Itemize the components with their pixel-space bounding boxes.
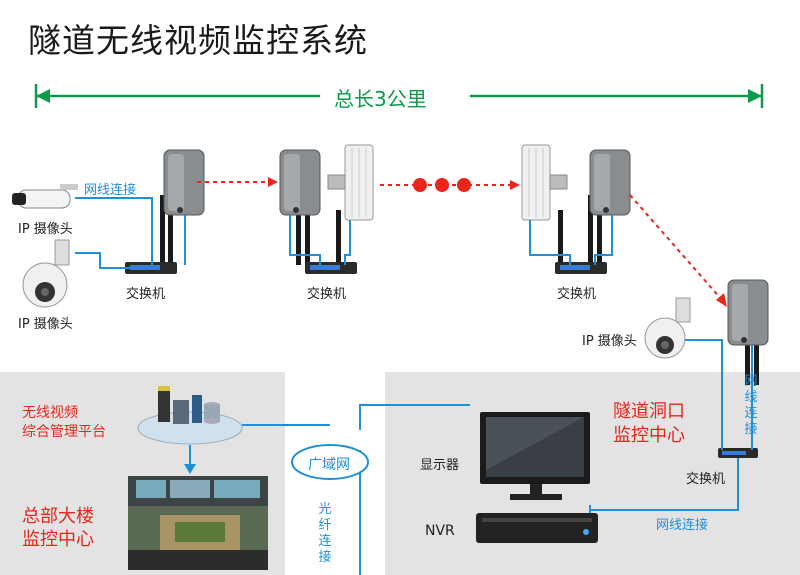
panel-antenna-2	[521, 144, 568, 221]
switch-2-icon	[305, 262, 357, 274]
switch-label-3: 交换机	[557, 287, 597, 302]
arrow-head-right-icon	[748, 89, 762, 103]
wan-cloud	[291, 444, 369, 480]
ip-camera-label-2: IP 摄像头	[18, 317, 73, 332]
platform-label: 无线视频 综合管理平台	[22, 405, 106, 440]
relay-dot-1	[413, 178, 427, 192]
switch-3-icon	[555, 262, 607, 274]
switch-1-icon	[125, 262, 177, 274]
tunnel-center-label: 隧道洞口 监控中心	[613, 401, 685, 446]
hq-center-label: 总部大楼 监控中心	[22, 506, 94, 550]
bullet-camera-icon	[12, 184, 78, 209]
panel-antenna-1	[327, 144, 374, 221]
fiber-link-label: 光纤连接	[318, 502, 332, 565]
ip-camera-label-3: IP 摄像头	[582, 334, 637, 349]
hq-room-photo	[128, 476, 268, 570]
distance-label: 总长3公里	[334, 87, 427, 111]
network-link-label-vertical: 网线连接	[744, 374, 758, 437]
relay-dot-2	[435, 178, 449, 192]
switch-label-4: 交换机	[686, 472, 726, 487]
wireless-link-3	[629, 194, 723, 301]
wan-label: 广域网	[308, 457, 350, 473]
relay-dot-3	[457, 178, 471, 192]
dome-camera-left-icon	[22, 239, 70, 308]
ip-camera-label-1: IP 摄像头	[18, 222, 73, 237]
nvr-label: NVR	[425, 523, 455, 539]
switch-4-icon	[718, 448, 758, 458]
display-monitor-icon	[480, 412, 590, 500]
switch-label-2: 交换机	[307, 287, 347, 302]
server-platform-icon	[137, 386, 243, 445]
dome-camera-right-icon	[644, 297, 691, 359]
radio-unit-3	[589, 149, 631, 216]
down-arrow-icon	[184, 464, 196, 474]
network-link-label-2: 网线连接	[656, 518, 709, 533]
display-label: 显示器	[420, 458, 460, 473]
radio-unit-2	[279, 149, 321, 216]
radio-unit-4	[727, 279, 769, 346]
switch-label-1: 交换机	[126, 287, 166, 302]
page-title: 隧道无线视频监控系统	[28, 21, 368, 60]
network-link-label-1: 网线连接	[84, 183, 137, 198]
arrow-head-left-icon	[36, 89, 50, 103]
nvr-device-icon	[476, 513, 598, 543]
